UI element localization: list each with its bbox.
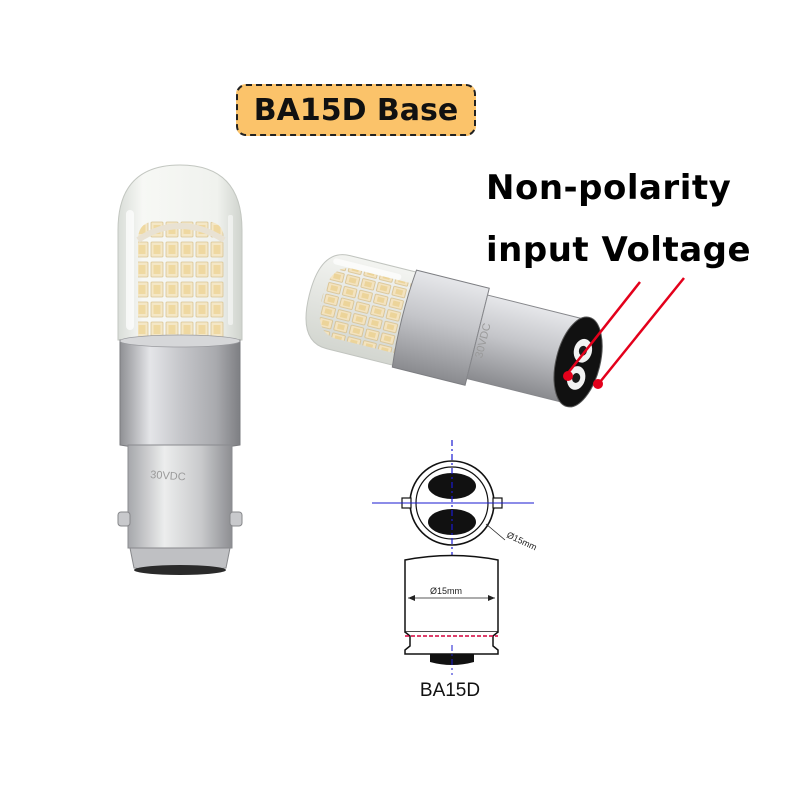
bulb-side-image: 30VDC bbox=[305, 254, 603, 408]
title-text: BA15D Base bbox=[253, 92, 459, 128]
diameter-side-label: Ø15mm bbox=[505, 530, 538, 553]
callout-line-2: input Voltage bbox=[486, 230, 752, 270]
ba15d-diagram: Ø15mm Ø15mm bbox=[372, 440, 538, 675]
polarity-pointers bbox=[563, 277, 685, 389]
diagram-caption: BA15D bbox=[419, 680, 481, 701]
callout-line-1: Non-polarity bbox=[486, 168, 732, 208]
diameter-top-label: Ø15mm bbox=[430, 586, 462, 596]
bulb-front-stamp: 30VDC bbox=[150, 469, 186, 483]
title-badge: BA15D Base bbox=[236, 84, 476, 136]
bulb-front-image: 30VDC bbox=[117, 164, 243, 575]
pointer-dot-2 bbox=[593, 379, 603, 389]
pointer-dot-1 bbox=[563, 371, 573, 381]
